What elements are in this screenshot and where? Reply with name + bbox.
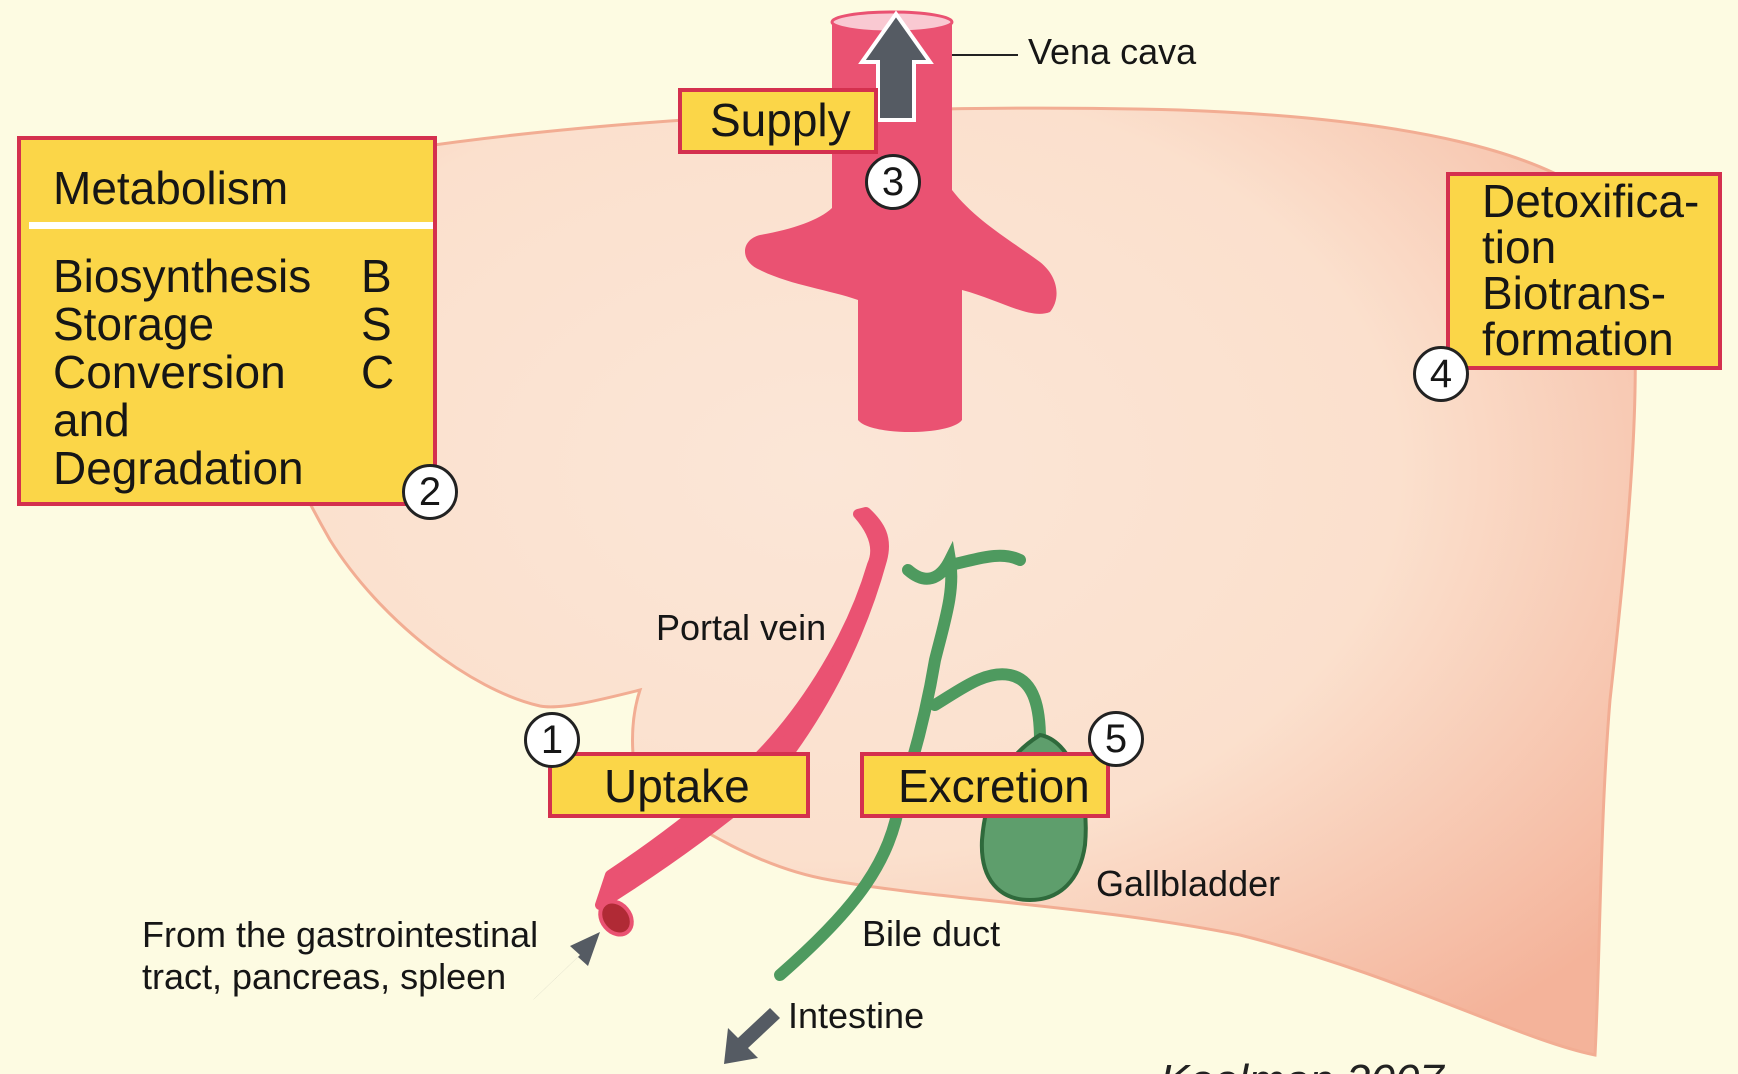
detox-line: tion (1482, 224, 1718, 270)
metabolism-item: Conversion (53, 348, 311, 396)
gi-source-label: From the gastrointestinal tract, pancrea… (142, 914, 538, 998)
metabolism-letter: B (361, 252, 394, 300)
bile-duct-label: Bile duct (862, 914, 1000, 954)
portal-vein-label: Portal vein (656, 608, 826, 648)
metabolism-item: Storage (53, 300, 311, 348)
intestine-label: Intestine (788, 996, 924, 1036)
detox-line: Biotrans- (1482, 270, 1718, 316)
badge-supply: 3 (865, 154, 921, 210)
gi-source-line: tract, pancreas, spleen (142, 956, 538, 998)
metabolism-divider (29, 222, 433, 229)
metabolism-box: Metabolism Biosynthesis Storage Conversi… (17, 136, 437, 506)
metabolism-item: and (53, 396, 311, 444)
intestine-arrow (724, 1008, 780, 1064)
detox-line: Detoxifica- (1482, 178, 1718, 224)
citation-text: Koolman 2007 (1160, 1056, 1444, 1074)
supply-box: Supply (678, 88, 878, 154)
gi-source-line: From the gastrointestinal (142, 914, 538, 956)
gallbladder-label: Gallbladder (1096, 864, 1280, 904)
badge-metabolism: 2 (402, 464, 458, 520)
metabolism-letter: C (361, 348, 394, 396)
gi-tract-arrow (533, 932, 600, 1000)
metabolism-list: Biosynthesis Storage Conversion and Degr… (53, 252, 311, 492)
badge-uptake: 1 (524, 712, 580, 768)
uptake-label: Uptake (604, 760, 750, 812)
metabolism-item: Degradation (53, 444, 311, 492)
badge-detoxification: 4 (1413, 346, 1469, 402)
detoxification-box: Detoxifica- tion Biotrans- formation (1446, 172, 1722, 370)
supply-label: Supply (710, 94, 851, 146)
uptake-box: Uptake (548, 752, 810, 818)
vena-cava-label: Vena cava (1028, 32, 1196, 72)
detox-line: formation (1482, 316, 1718, 362)
metabolism-letters: B S C (361, 252, 394, 396)
excretion-label: Excretion (898, 760, 1090, 812)
excretion-box: Excretion (860, 752, 1110, 818)
metabolism-title: Metabolism (53, 164, 288, 212)
metabolism-item: Biosynthesis (53, 252, 311, 300)
metabolism-letter: S (361, 300, 394, 348)
badge-excretion: 5 (1088, 711, 1144, 767)
